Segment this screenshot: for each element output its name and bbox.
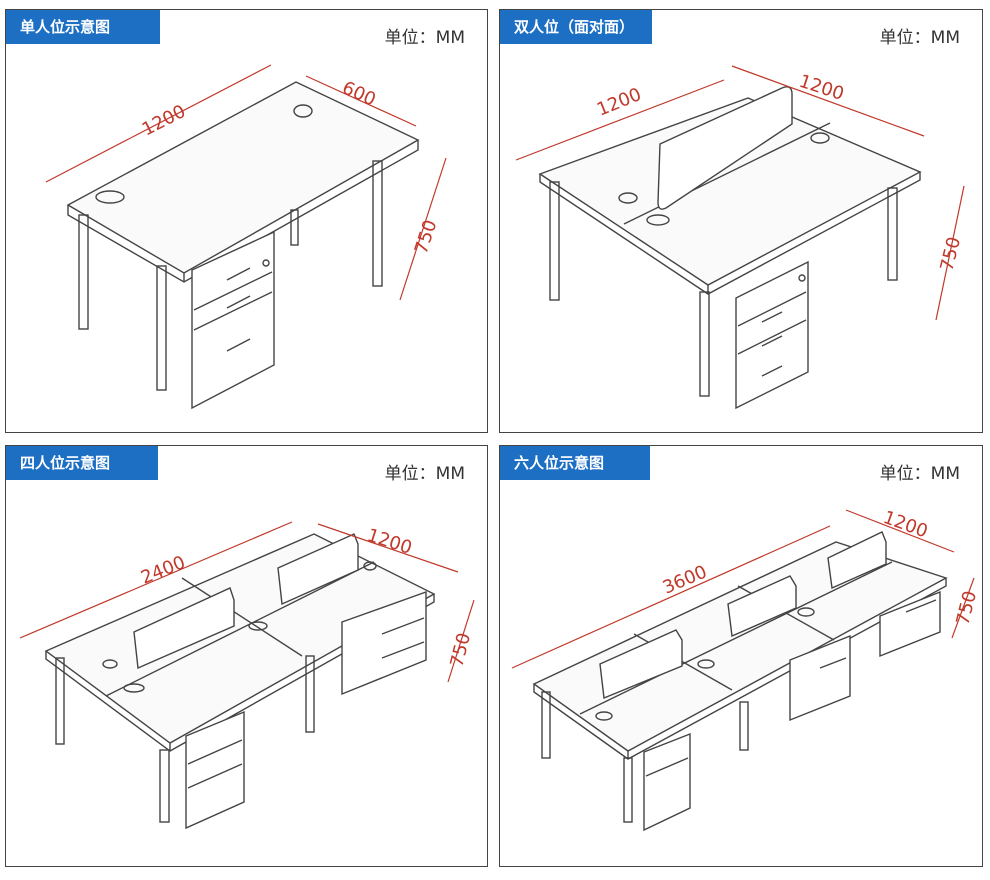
dimension-depth: 1200: [364, 525, 414, 559]
dimension-length: 1200: [594, 84, 644, 121]
panel-six-desk: 六人位示意图 单位：MM: [499, 445, 983, 867]
dimension-depth: 1200: [880, 507, 930, 542]
four-desk-drawing: 2400 1200 750: [19, 521, 475, 830]
dimension-height: 750: [952, 589, 981, 627]
panel-title: 四人位示意图: [6, 446, 158, 480]
panel-double-desk: 双人位（面对面） 单位：MM: [499, 9, 983, 433]
panel-single-desk: 单人位示意图 单位：MM: [5, 9, 488, 433]
panel-title: 六人位示意图: [500, 446, 650, 480]
dimension-depth: 1200: [796, 71, 846, 105]
six-desk-drawing: 3600 1200 750: [511, 507, 981, 832]
panel-title: 双人位（面对面）: [500, 10, 652, 44]
dimension-height: 750: [936, 235, 965, 273]
dimension-length: 2400: [138, 552, 188, 589]
dimension-length: 3600: [660, 561, 710, 598]
panel-four-desk: 四人位示意图 单位：MM: [5, 445, 488, 867]
unit-label: 单位：MM: [879, 464, 960, 484]
unit-label: 单位：MM: [384, 28, 465, 48]
unit-label: 单位：MM: [879, 28, 960, 48]
unit-label: 单位：MM: [384, 464, 465, 484]
dimension-height: 750: [446, 631, 475, 669]
single-desk-drawing: 1200 600 750: [45, 64, 447, 410]
dimension-length: 1200: [139, 101, 189, 141]
double-desk-drawing: 1200 1200 750: [515, 65, 965, 410]
panel-title: 单人位示意图: [6, 10, 160, 44]
dimension-height: 750: [411, 217, 442, 256]
